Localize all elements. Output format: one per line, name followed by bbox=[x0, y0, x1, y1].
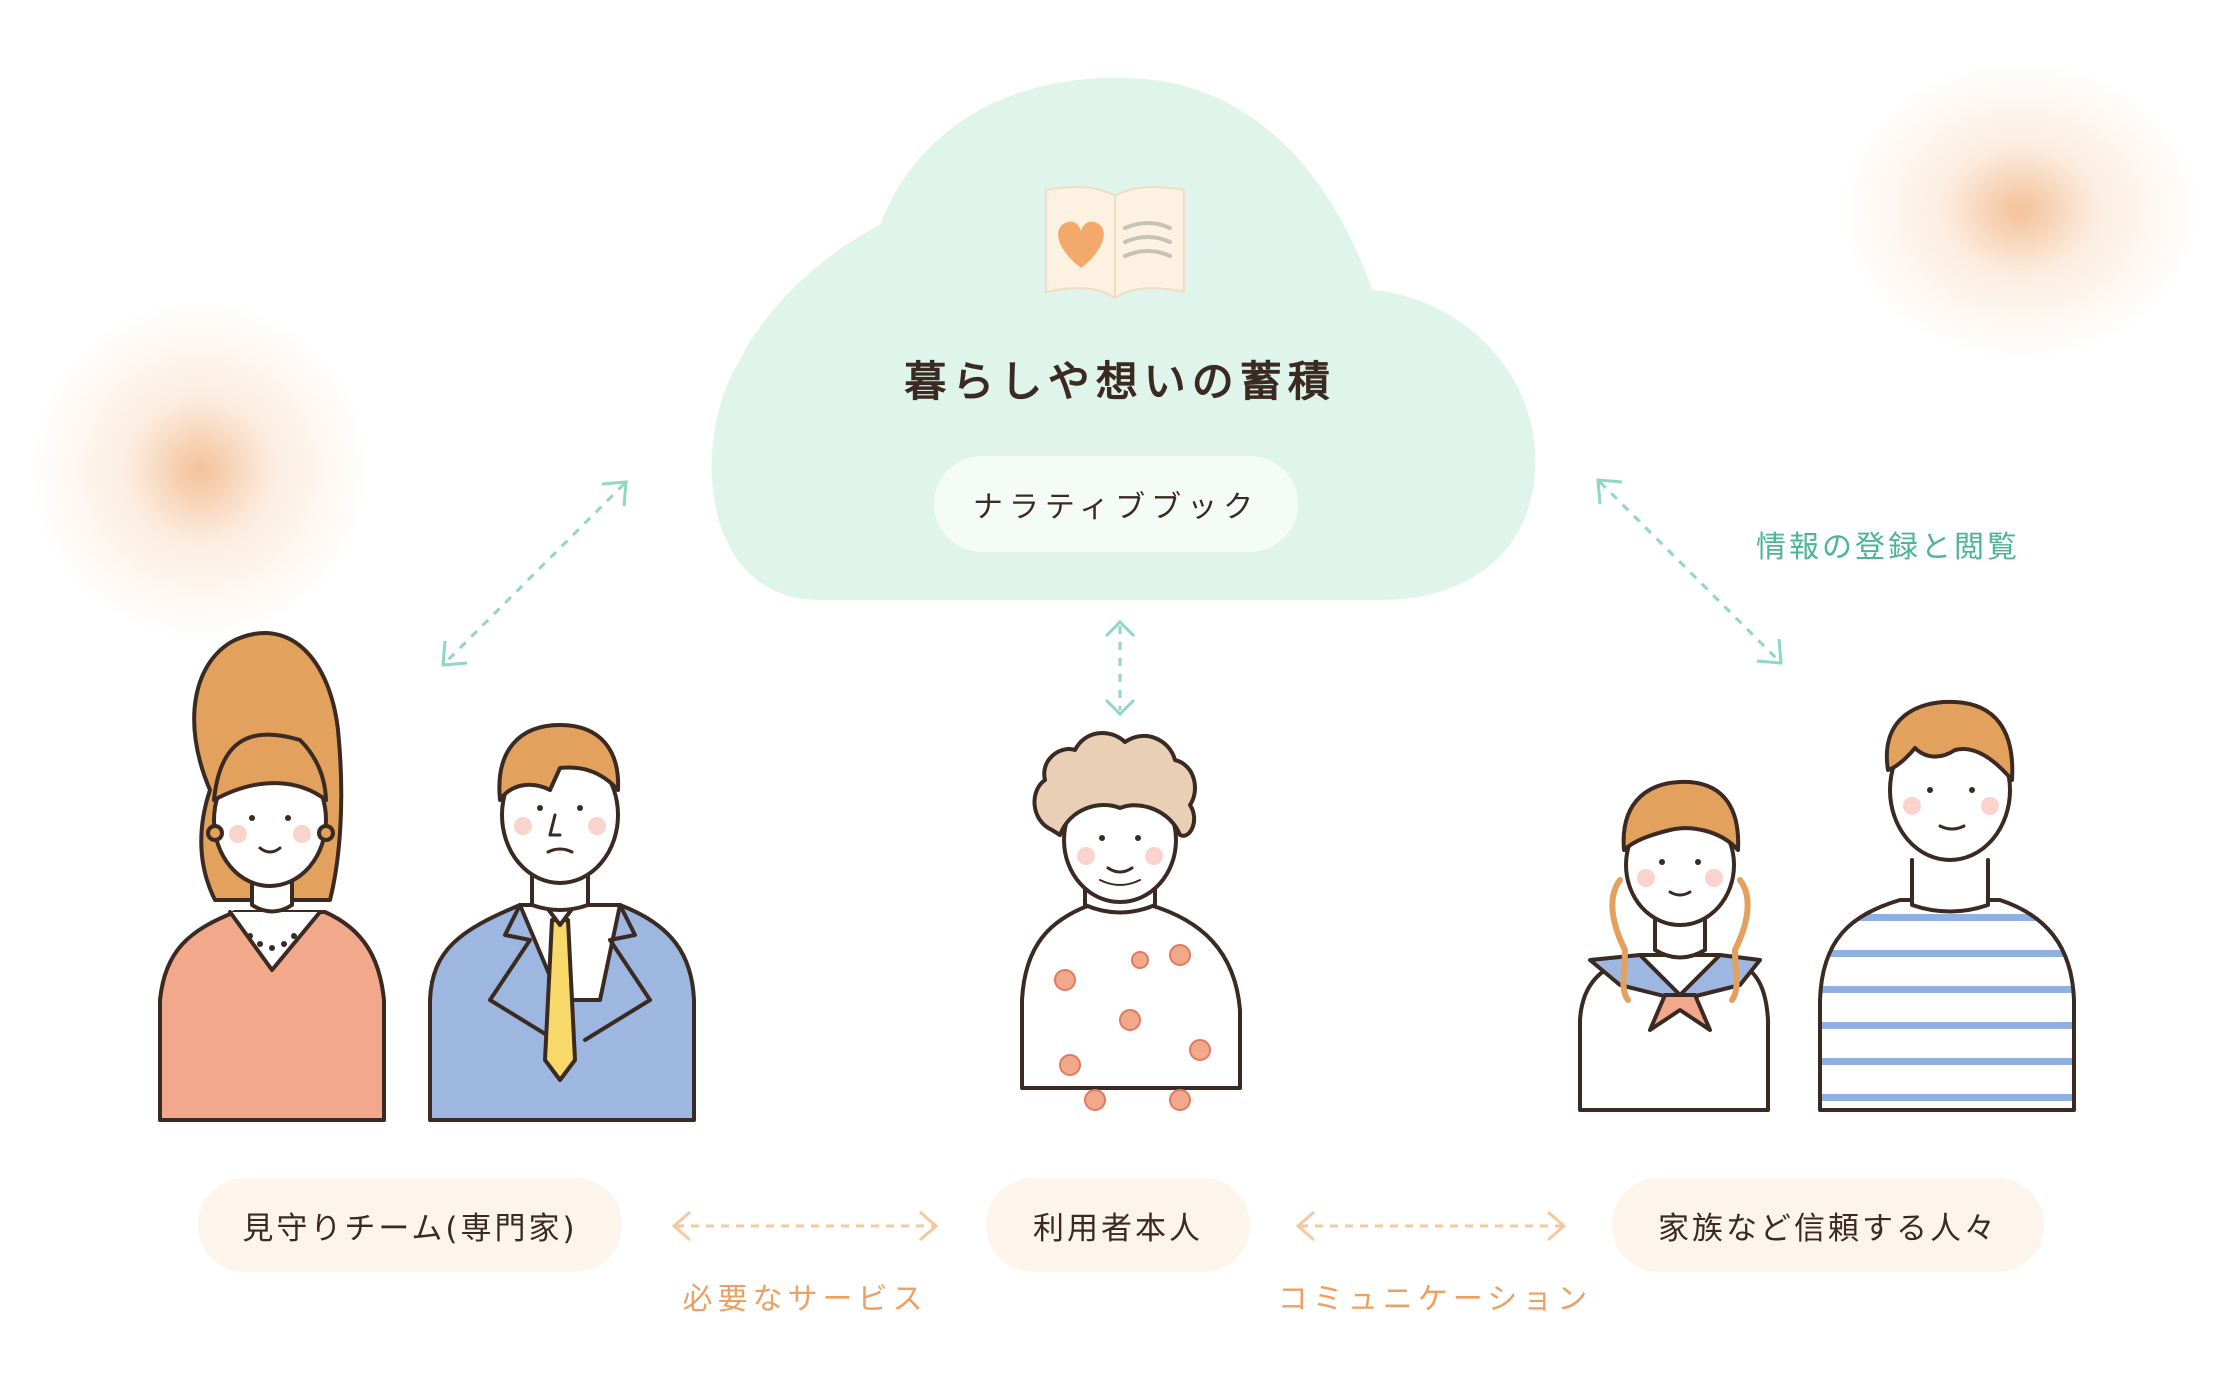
young-man-family-figure bbox=[1818, 699, 2076, 1112]
girl-family-figure bbox=[1578, 779, 1770, 1112]
orange-arrow-services bbox=[671, 1210, 939, 1242]
narrative-book-pill: ナラティブブック bbox=[934, 456, 1298, 552]
woman-professional-figure bbox=[158, 631, 386, 1122]
services-label: 必要なサービス bbox=[682, 1282, 928, 1317]
green-arrow-center bbox=[1104, 619, 1136, 717]
elderly-woman-figure bbox=[1020, 730, 1242, 1111]
group-pill-user: 利用者本人 bbox=[986, 1178, 1250, 1272]
info-registration-label: 情報の登録と閲覧 bbox=[1756, 530, 2020, 565]
group-pill-family: 家族など信頼する人々 bbox=[1612, 1178, 2044, 1272]
group-pill-professionals: 見守りチーム(専門家) bbox=[198, 1178, 622, 1272]
man-suit-figure bbox=[428, 723, 696, 1122]
cloud-title: 暮らしや想いの蓄積 bbox=[904, 357, 1336, 406]
orange-arrow-communication bbox=[1295, 1210, 1567, 1242]
left-orange-glow bbox=[30, 300, 370, 640]
right-orange-glow bbox=[1840, 60, 2200, 360]
green-arrow-left bbox=[441, 480, 628, 667]
green-arrow-right bbox=[1596, 478, 1783, 665]
open-book-heart-icon bbox=[1045, 186, 1185, 300]
communication-label: コミュニケーション bbox=[1277, 1282, 1593, 1317]
cloud-shape bbox=[711, 77, 1536, 600]
